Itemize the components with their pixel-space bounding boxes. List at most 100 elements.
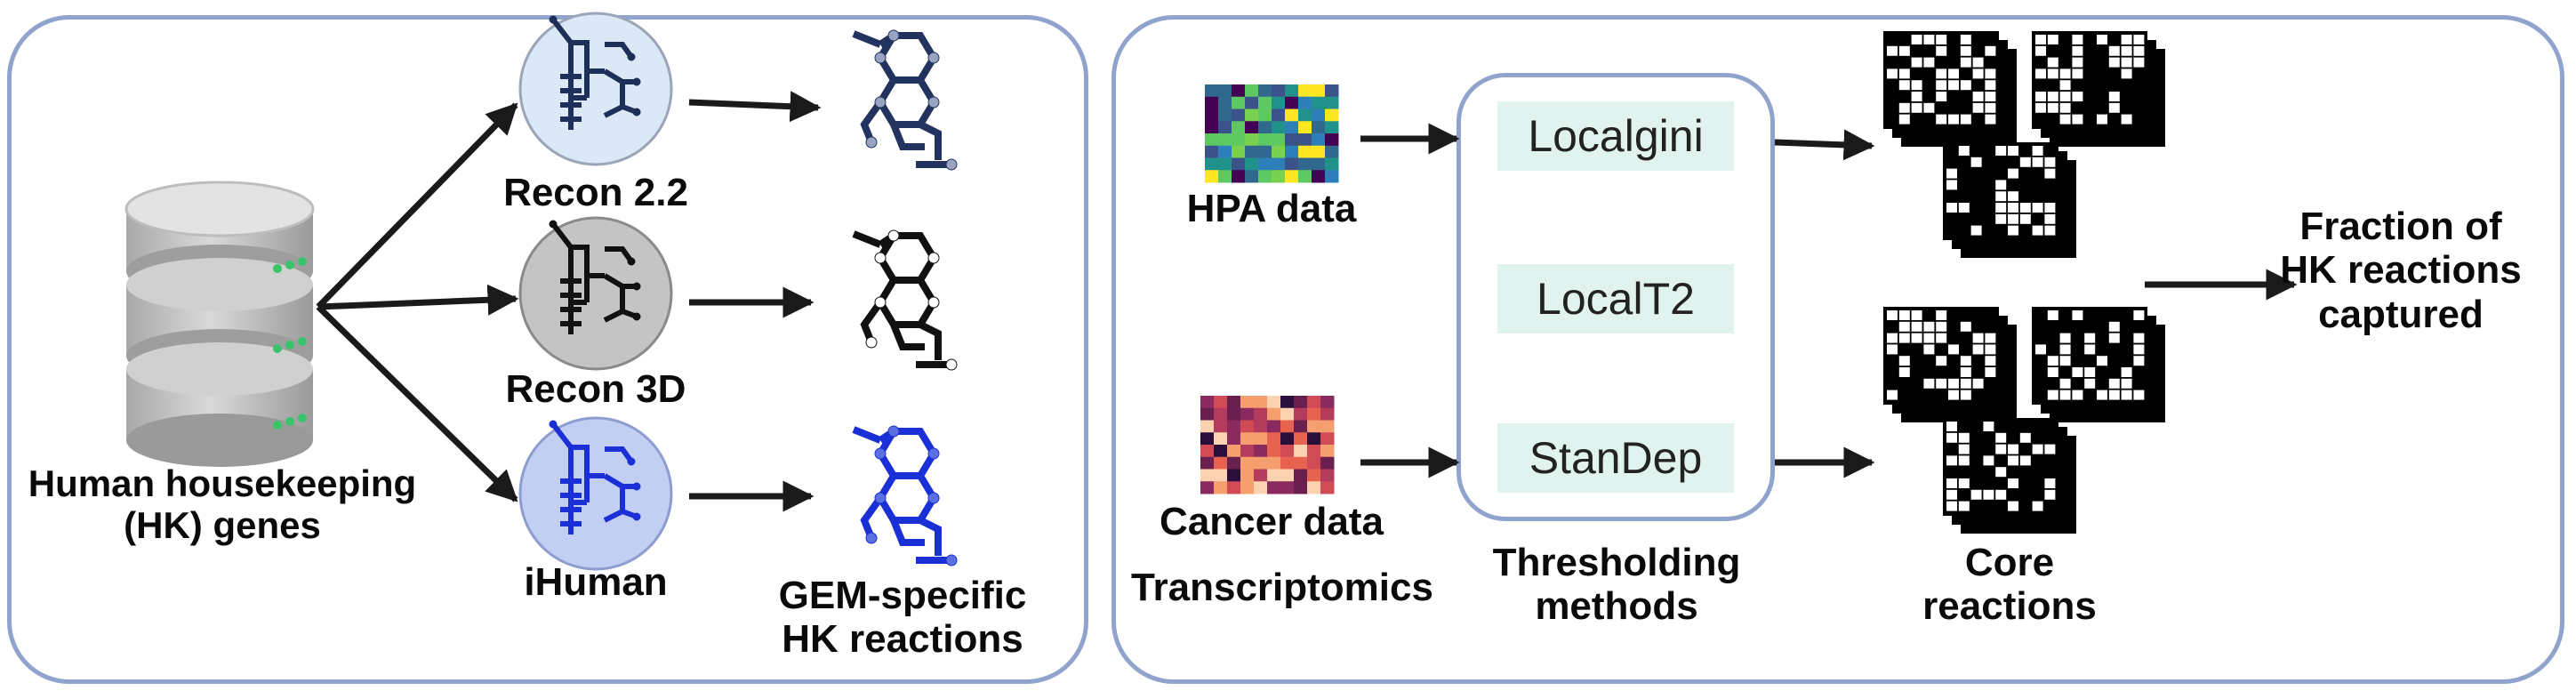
matrix-cell [1985, 344, 1996, 355]
matrix-cell [2108, 57, 2120, 68]
matrix-cell [1898, 333, 1910, 343]
heatmap-cell [1285, 133, 1299, 147]
heatmap-cell [1200, 481, 1215, 494]
heatmap-cell [1245, 145, 1259, 158]
heatmap-cell [1214, 420, 1228, 433]
matrix-cell [2008, 168, 2018, 179]
heatmap-cell [1214, 445, 1228, 458]
right-panel [1111, 15, 2564, 684]
heatmap-cell [1325, 145, 1339, 158]
heatmap-cell [1254, 432, 1268, 446]
matrix-cell [2059, 80, 2071, 91]
matrix-cell [1923, 344, 1935, 355]
heatmap-cell [1227, 456, 1241, 470]
matrix-cell [2121, 57, 2132, 68]
heatmap-cell [1227, 396, 1241, 409]
matrix-layer [1883, 307, 1999, 405]
matrix-cell [2084, 378, 2096, 389]
matrix-cell [2097, 35, 2107, 44]
heatmap-cell [1218, 121, 1232, 134]
heatmap-cell [1312, 145, 1326, 158]
matrix-cell [1887, 333, 1898, 343]
matrix-cell [1923, 333, 1935, 343]
matrix-cell [2059, 114, 2071, 125]
matrix-cell [1936, 333, 1947, 343]
heatmap-cell [1272, 133, 1286, 147]
heatmap-cell [1325, 133, 1339, 147]
heatmap-cell [1325, 157, 1339, 171]
heatmap-cell [1232, 145, 1246, 158]
matrix-cell [1958, 455, 1970, 466]
heatmap-cell [1218, 170, 1232, 183]
matrix-cell [2108, 321, 2120, 332]
heatmap-cell [1245, 108, 1259, 122]
matrix-cell [2072, 390, 2083, 400]
heatmap-cell [1272, 157, 1286, 171]
heatmap-cell [1298, 133, 1312, 147]
matrix-cell [2032, 444, 2043, 454]
heatmap-cell [1285, 170, 1299, 183]
matrix-layer [1943, 142, 2058, 240]
heatmap-cell [1245, 96, 1259, 109]
matrix-cell [1995, 213, 2007, 224]
matrix-cell [2059, 333, 2071, 343]
matrix-cell [1970, 225, 1982, 236]
matrix-cell [2121, 35, 2132, 44]
method-standep: StanDep [1497, 423, 1734, 493]
heatmap-cell [1280, 396, 1295, 409]
matrix-cell [2072, 35, 2083, 44]
heatmap-cell [1307, 456, 1321, 470]
result-label: Fraction of HK reactions captured [2259, 205, 2543, 336]
matrix-cell [1958, 478, 1970, 488]
heatmap-cell [1312, 121, 1326, 134]
heatmap-cell [1320, 469, 1335, 482]
matrix-cell [2035, 68, 2046, 79]
matrix-cell [1946, 501, 1957, 511]
matrix-cell [1936, 321, 1947, 332]
matrix-cell [1911, 35, 1922, 44]
matrix-cell [1936, 35, 1947, 44]
matrix-cell [1960, 45, 1971, 56]
matrix-cell [2019, 213, 2031, 224]
matrix-cell [1985, 114, 1996, 125]
database-label: Human housekeeping (HK) genes [9, 462, 436, 546]
matrix-cell [2108, 102, 2120, 113]
heatmap-cell [1272, 108, 1286, 122]
matrix-cell [2044, 444, 2056, 454]
heatmap-cell [1267, 420, 1281, 433]
heatmap-cell [1307, 432, 1321, 446]
matrix-cell [1995, 180, 2007, 190]
heatmap-cell [1294, 481, 1308, 494]
heatmap-cell [1205, 170, 1219, 183]
matrix-cell [2035, 45, 2046, 56]
methods-caption-line1: Thresholding [1492, 541, 1741, 584]
heatmap-cell [1245, 157, 1259, 171]
matrix-cell [1898, 102, 1910, 113]
matrix-cell [1898, 45, 1910, 56]
heatmap-cell [1214, 469, 1228, 482]
matrix-cell [2059, 356, 2071, 366]
matrix-cell [1887, 310, 1898, 320]
heatmap-cell [1294, 445, 1308, 458]
output-label: GEM-specific HK reactions [760, 574, 1045, 662]
heatmap-cell [1205, 84, 1219, 98]
matrix-cell [1960, 367, 1971, 377]
heatmap-cell [1285, 121, 1299, 134]
input-label-hpa: HPA data [1186, 187, 1357, 230]
matrix-cell [1911, 92, 1922, 101]
heatmap-cell [1307, 445, 1321, 458]
matrix-cell [1983, 422, 1994, 431]
matrix-cell [2044, 478, 2056, 488]
heatmap-cell [1298, 157, 1312, 171]
heatmap-cell [1320, 481, 1335, 494]
inputs-caption: Transcriptomics [1131, 566, 1433, 609]
matrix-cell [1948, 378, 1959, 389]
heatmap-cell [1200, 469, 1215, 482]
matrix-cell [1911, 80, 1922, 91]
matrix-cell [1970, 157, 1982, 167]
matrix-cell [2072, 57, 2083, 68]
matrix-cell [2133, 45, 2145, 56]
database-label-line2: (HK) genes [124, 504, 321, 547]
matrix-cell [2133, 333, 2145, 343]
